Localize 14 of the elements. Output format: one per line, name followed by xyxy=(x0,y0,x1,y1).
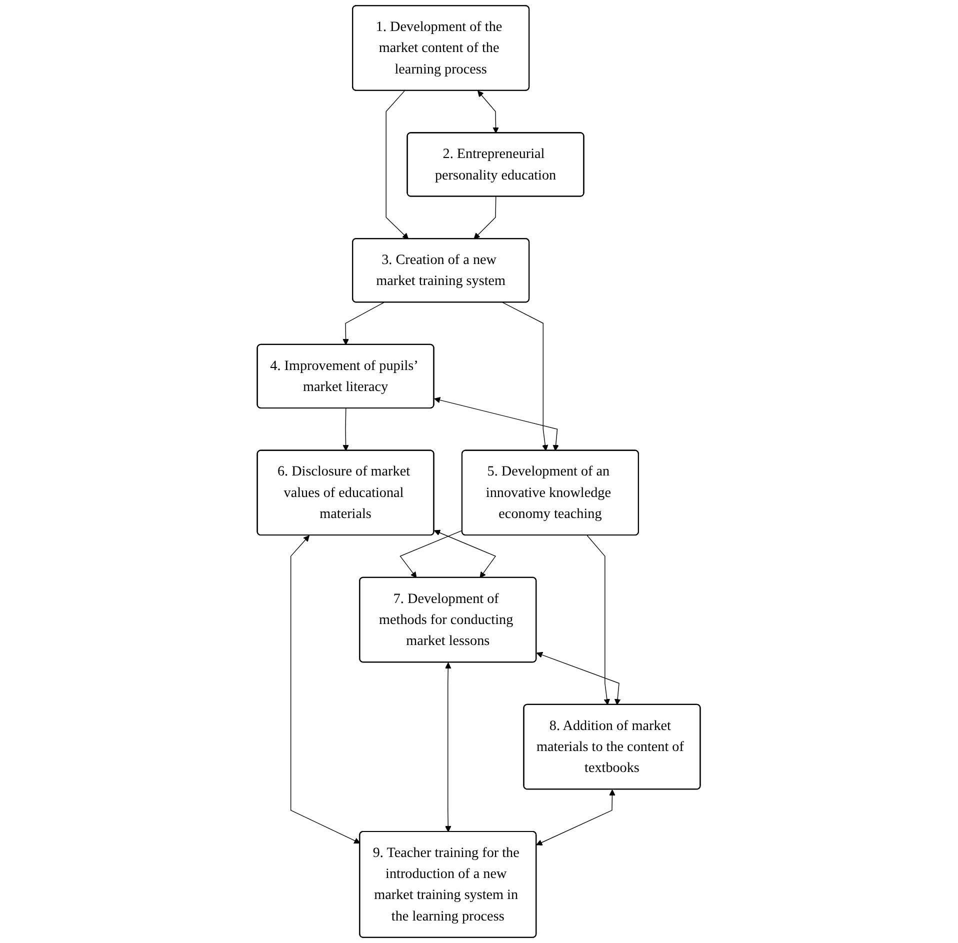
arrow xyxy=(586,535,610,706)
arrow xyxy=(434,530,496,578)
arrow xyxy=(400,530,463,578)
arrow xyxy=(474,196,496,240)
arrow xyxy=(502,302,548,451)
arrow xyxy=(386,90,409,240)
arrow xyxy=(478,90,500,134)
arrow xyxy=(536,652,621,706)
arrow xyxy=(290,535,361,844)
arrow xyxy=(342,408,350,451)
arrow xyxy=(536,789,616,846)
arrow xyxy=(342,302,385,346)
arrow xyxy=(445,662,452,832)
arrow xyxy=(434,397,560,451)
